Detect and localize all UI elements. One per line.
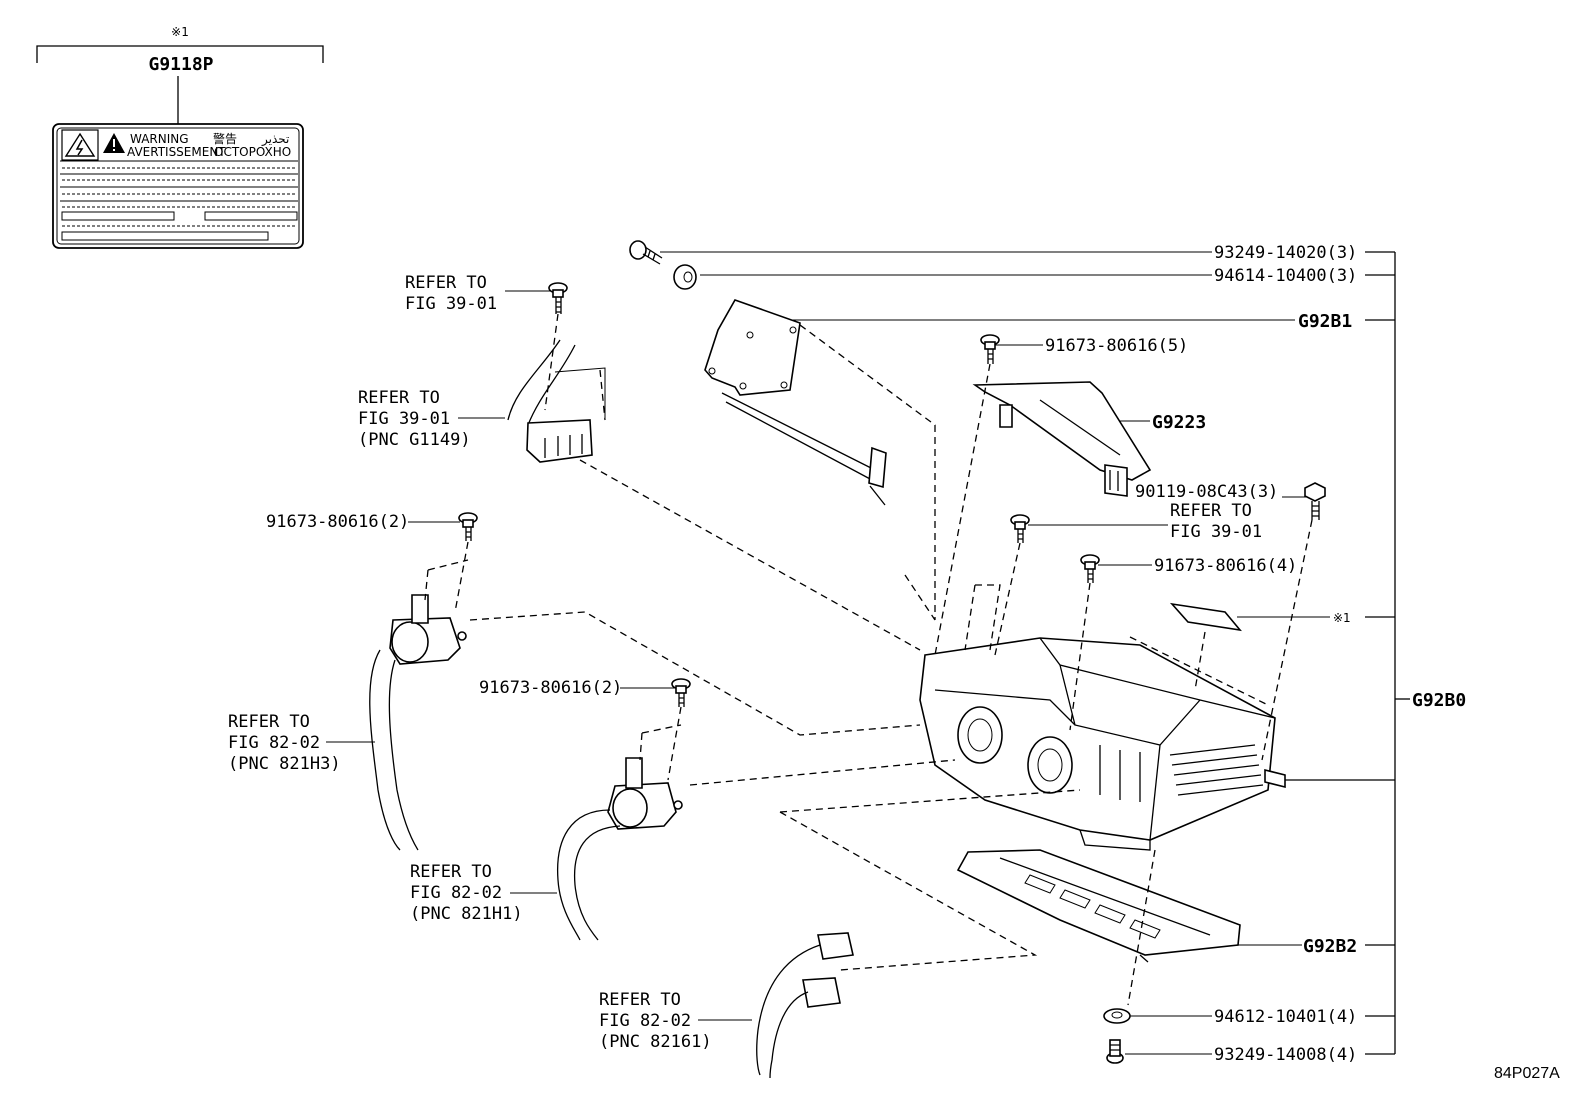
part-93249-14008-label[interactable]: 93249-14008(4) [1214,1045,1357,1065]
bolt-93249-14008-icon[interactable] [1106,1039,1124,1064]
refer-c-line2[interactable]: FIG 82-02 [228,733,320,753]
washer-94614-10400-icon[interactable] [673,264,697,290]
refer-e-line1[interactable]: REFER TO [599,990,681,1010]
note-symbol-right: ※1 [1333,611,1351,625]
bolt-91673-2b-icon[interactable] [671,678,691,707]
refer-c-line3[interactable]: (PNC 821H3) [228,754,341,774]
callout-bracket [36,45,324,63]
assembly-dashed-lines [424,313,1313,1006]
assembly-bracket [1285,251,1410,1055]
bolt-refer-a-icon[interactable] [548,282,568,314]
refer-a-line2[interactable]: FIG 39-01 [405,294,497,314]
part-91673-80616-4-label[interactable]: 91673-80616(4) [1154,556,1297,576]
bolt-93249-14020-icon[interactable] [629,240,663,265]
part-94612-10401-label[interactable]: 94612-10401(4) [1214,1007,1357,1027]
refer-b-line1[interactable]: REFER TO [358,388,440,408]
refer-e-line2[interactable]: FIG 82-02 [599,1011,691,1031]
bolt-91673-4-icon[interactable] [1080,554,1100,583]
refer-d-line2[interactable]: FIG 82-02 [410,883,502,903]
under-cover-g92b2[interactable] [956,849,1241,963]
warning-text: WARNING [130,132,189,146]
hazard-high-voltage-icon [61,129,99,161]
figure-code: 84P027A [1494,1065,1560,1082]
label-text-lines [60,160,298,241]
part-94614-10400-label[interactable]: 94614-10400(3) [1214,266,1357,286]
harness-connector-g1149[interactable] [507,339,606,463]
inverter-assembly-g92b0[interactable] [919,602,1286,851]
russian-warning-text: OCTOPOXHO [214,145,291,159]
refer-b-line2[interactable]: FIG 39-01 [358,409,450,429]
refer-fig-39-01-right-line1[interactable]: REFER TO [1170,501,1252,521]
part-93249-14020-label[interactable]: 93249-14020(3) [1214,243,1357,263]
hose-connector-821h3[interactable] [369,594,467,851]
part-91673-80616-2a-label[interactable]: 91673-80616(2) [266,512,409,532]
part-91673-80616-2b-label[interactable]: 91673-80616(2) [479,678,622,698]
cover-g92b1[interactable] [704,299,887,506]
part-callouts-right: 93249-14020(3) 94614-10400(3) G92B1 9167… [660,243,1466,1065]
note-symbol-top: ※1 [171,25,189,39]
part-g92b0-label[interactable]: G92B0 [1412,690,1466,711]
arabic-warning-text: تحذير [261,132,289,147]
harness-82161[interactable] [756,932,854,1079]
refer-e-line3[interactable]: (PNC 82161) [599,1032,712,1052]
warning-triangle-icon [103,133,125,153]
japanese-warning-text: 警告 [213,131,237,146]
fasteners [458,240,1326,1064]
refer-a-line1[interactable]: REFER TO [405,273,487,293]
part-g92b2-label[interactable]: G92B2 [1303,936,1357,957]
refer-d-line3[interactable]: (PNC 821H1) [410,904,523,924]
part-g9223-label[interactable]: G9223 [1152,412,1206,433]
bolt-91673-2a-icon[interactable] [458,512,478,541]
bracket-g9223[interactable] [972,381,1152,497]
part-g9118p-label[interactable]: G9118P [148,54,213,75]
refer-callouts-left: REFER TO FIG 39-01 REFER TO FIG 39-01 (P… [228,273,752,1052]
bolt-91673-5-icon[interactable] [980,334,1000,364]
refer-fig-39-01-right-line2[interactable]: FIG 39-01 [1170,522,1262,542]
warning-label-callout: ※1 G9118P WARNING AVERTISSEMENT 警告 تحذير… [36,25,324,249]
refer-d-line1[interactable]: REFER TO [410,862,492,882]
hose-connector-821h1[interactable] [556,757,683,941]
refer-b-line3[interactable]: (PNC G1149) [358,430,471,450]
part-90119-08c43-label[interactable]: 90119-08C43(3) [1135,482,1278,502]
refer-c-line1[interactable]: REFER TO [228,712,310,732]
bolt-90119-icon[interactable] [1304,482,1326,520]
part-91673-80616-5-label[interactable]: 91673-80616(5) [1045,336,1188,356]
washer-94612-icon[interactable] [1103,1008,1131,1024]
bolt-refer-f-icon[interactable] [1010,514,1030,543]
warning-label-sticker [52,123,304,249]
part-g92b1-label[interactable]: G92B1 [1298,311,1352,332]
avertissement-text: AVERTISSEMENT [127,145,226,159]
